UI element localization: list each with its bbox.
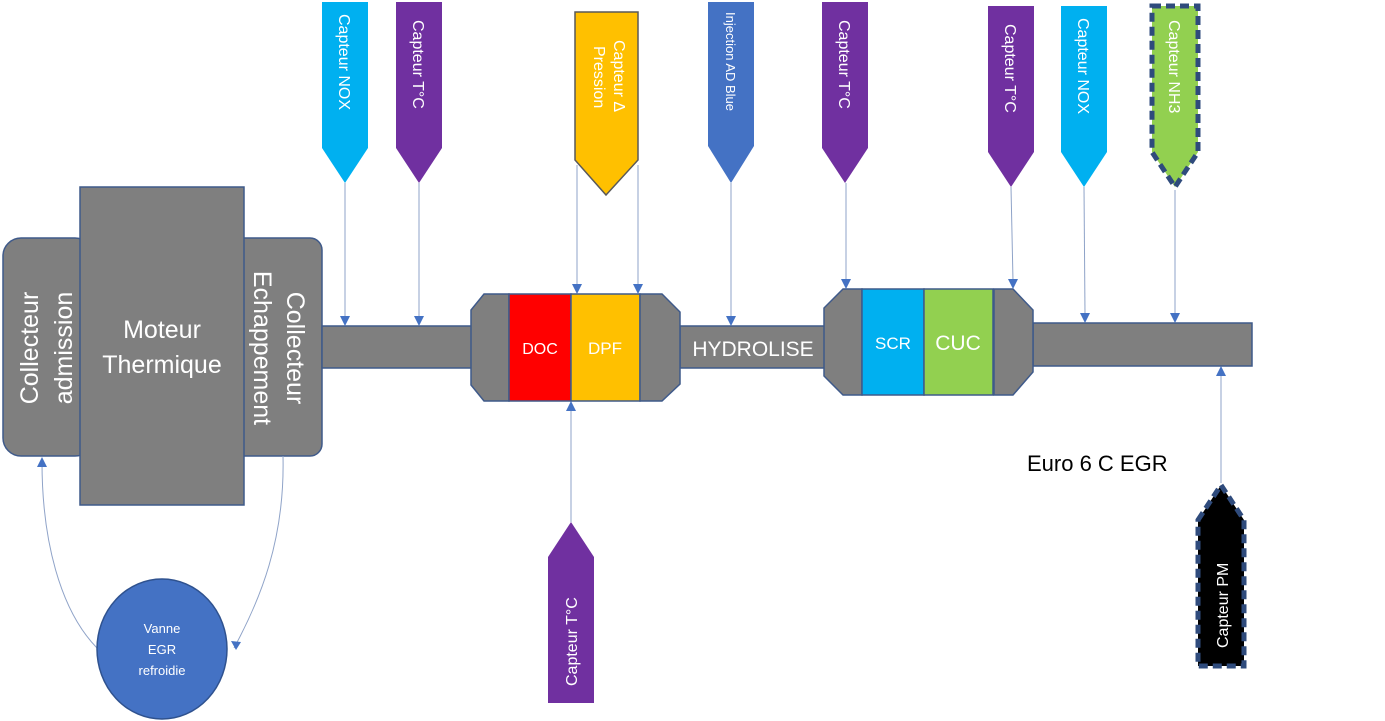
canister-inlet-cone: [470, 293, 510, 402]
intake-manifold-label-1: Collecteur: [16, 292, 44, 405]
sensor-label: Capteur T°C: [564, 597, 581, 686]
scr-block: [861, 288, 925, 396]
pressure-sensor-icon: [574, 11, 639, 197]
doc-label: DOC: [522, 341, 558, 358]
sensor-temp-scr-outlet: Capteur T°C: [988, 6, 1034, 289]
egr-valve-label-2: EGR: [148, 642, 176, 657]
diagram-title: Euro 6 C EGR: [1027, 451, 1168, 476]
exhaust-manifold-label-2: Echappement: [248, 271, 276, 425]
sensor-temp-scr-inlet: Capteur T°C: [822, 2, 868, 289]
temperature-sensor-icon: [822, 2, 868, 183]
canister2-inlet-cone: [823, 288, 863, 396]
adblue-injector: Injection AD Blue: [708, 2, 754, 326]
intake-arrow-icon: [37, 457, 47, 467]
exhaust-manifold-label-1: Collecteur: [281, 292, 309, 405]
arrow-icon: [566, 401, 576, 411]
sensor-line: [1010, 186, 1014, 282]
arrow-icon: [633, 284, 643, 294]
arrow-icon: [1008, 279, 1018, 289]
doc-dpf-canister: DOC DPF: [470, 293, 681, 402]
scr-cuc-canister: SCR CUC: [823, 288, 1034, 396]
sensor-label-2: Pression: [590, 46, 607, 108]
doc-block: [508, 293, 572, 402]
sensor-label: Capteur T°C: [409, 20, 426, 109]
hydrolysis-label: HYDROLISE: [692, 338, 813, 361]
sensor-temp-dpf: Capteur T°C: [548, 401, 594, 703]
arrow-icon: [340, 316, 350, 326]
sensor-pressure-differential: Capteur Δ Pression: [572, 11, 643, 294]
arrow-icon: [1170, 313, 1180, 323]
sensor-label: Capteur NH3: [1165, 20, 1182, 113]
intake-manifold-label-2: admission: [50, 292, 78, 405]
temperature-sensor-icon: [988, 6, 1034, 187]
adblue-injector-icon: [708, 2, 754, 183]
nox-sensor-icon: [322, 2, 368, 183]
canister2-outlet-cone: [993, 288, 1034, 396]
canister-outlet-cone: [639, 293, 681, 402]
sensor-label-1: Capteur Δ: [610, 40, 627, 112]
exhaust-pipe-1: [321, 325, 475, 369]
arrow-icon: [572, 284, 582, 294]
sensor-nox-upstream: Capteur NOX: [322, 2, 368, 326]
arrow-icon: [726, 316, 736, 326]
sensor-label: Injection AD Blue: [723, 12, 738, 111]
arrow-icon: [1216, 366, 1226, 376]
engine-block: Moteur Thermique: [79, 186, 245, 506]
dpf-label: DPF: [588, 339, 622, 358]
egr-inlet-arrow-icon: [231, 641, 241, 650]
egr-intake-line: [41, 461, 98, 649]
nox-sensor-icon: [1061, 6, 1107, 187]
egr-valve: Vanne EGR refroidie: [96, 578, 228, 720]
sensor-label: Capteur NOX: [1074, 18, 1091, 114]
sensor-label: Capteur T°C: [835, 20, 852, 109]
sensor-nh3: Capteur NH3: [1149, 3, 1201, 323]
arrow-icon: [414, 316, 424, 326]
scr-label: SCR: [875, 334, 911, 353]
sensor-label: Capteur T°C: [1001, 24, 1018, 113]
sensor-temp-upstream: Capteur T°C: [396, 2, 442, 326]
temperature-sensor-icon: [548, 522, 594, 703]
cuc-block: [923, 288, 994, 396]
sensor-nox-downstream: Capteur NOX: [1061, 6, 1107, 323]
sensor-label: Capteur NOX: [335, 14, 352, 110]
temperature-sensor-icon: [396, 2, 442, 183]
sensor-pm: Capteur PM: [1195, 366, 1247, 669]
engine-block-label-1: Moteur: [123, 316, 201, 344]
nh3-sensor-icon: [1149, 3, 1201, 192]
sensor-line: [1083, 186, 1086, 316]
dpf-block: [570, 293, 641, 402]
pm-sensor-icon: [1195, 480, 1247, 669]
intake-manifold: Collecteur admission: [2, 237, 94, 457]
tailpipe: [1032, 322, 1253, 367]
egr-valve-label-1: Vanne: [144, 621, 181, 636]
arrow-icon: [841, 279, 851, 289]
egr-return-line: [233, 455, 284, 649]
sensor-label: Capteur PM: [1215, 563, 1232, 648]
engine-block-label-2: Thermique: [102, 351, 222, 379]
cuc-label: CUC: [935, 332, 981, 355]
egr-valve-label-3: refroidie: [139, 663, 186, 678]
arrow-icon: [1080, 313, 1090, 323]
